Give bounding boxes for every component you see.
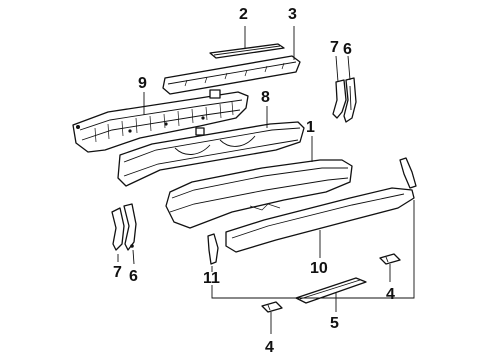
part-7-right-side-bracket xyxy=(332,79,347,119)
callout-3: 3 xyxy=(288,6,297,23)
part-8-energy-absorber xyxy=(117,121,305,187)
part-2-reinforcement-strip xyxy=(209,43,285,59)
callout-7-right: 7 xyxy=(330,39,339,56)
callout-8: 8 xyxy=(261,89,270,106)
part-1-bumper-cover xyxy=(165,159,353,229)
part-6-left-side-retainer xyxy=(123,203,137,251)
part-3-absorber-bar xyxy=(162,55,301,95)
part-9-body-reinforcement-panel xyxy=(72,89,249,153)
right-end-clip xyxy=(399,157,417,189)
callout-10: 10 xyxy=(310,260,328,277)
callout-2: 2 xyxy=(239,6,248,23)
part-11-bracket xyxy=(207,233,219,265)
part-6-right-side-retainer xyxy=(343,77,357,123)
leader-lines xyxy=(117,26,415,334)
callout-1: 1 xyxy=(306,119,315,136)
part-10-lower-valance xyxy=(225,187,415,253)
part-5-lower-reinforcement xyxy=(295,277,367,304)
callout-6-right: 6 xyxy=(343,41,352,58)
part-7-left-side-bracket xyxy=(111,207,125,251)
callout-4-center: 4 xyxy=(265,339,274,356)
callout-7-left: 7 xyxy=(113,264,122,281)
callout-4-right: 4 xyxy=(386,286,395,303)
callout-11: 11 xyxy=(203,270,220,287)
callout-5: 5 xyxy=(330,315,339,332)
part-4-right-bracket xyxy=(379,253,401,265)
callout-6-left: 6 xyxy=(129,268,138,285)
part-4-center-bracket xyxy=(261,301,283,313)
callout-9: 9 xyxy=(138,75,147,92)
